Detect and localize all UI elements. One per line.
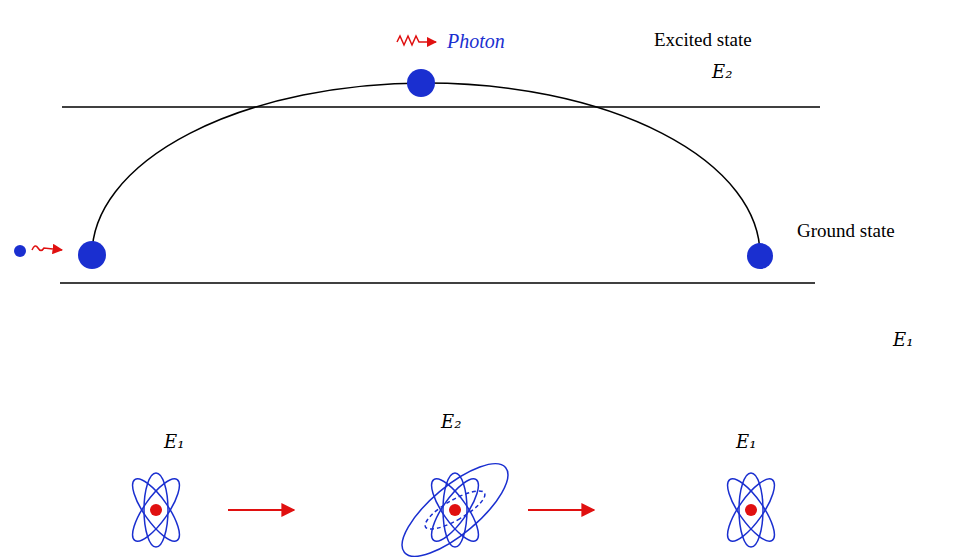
electron-returned <box>747 243 773 269</box>
state-label: Ground state <box>797 220 895 242</box>
orbit <box>125 473 187 547</box>
atom-ground <box>125 473 187 547</box>
incoming-particle <box>14 245 26 257</box>
vacated-orbit <box>421 484 490 535</box>
nucleus <box>745 504 757 516</box>
emitted-photon-arrow <box>397 36 436 45</box>
electron-ground <box>78 241 106 269</box>
process-arrow <box>528 509 594 511</box>
excited-level-line <box>62 106 820 108</box>
ground-level-line <box>60 282 815 284</box>
energy-label: E₁ <box>736 432 756 453</box>
orbit <box>125 473 187 547</box>
incoming-photon-arrow <box>32 246 62 251</box>
process-arrow <box>228 509 294 511</box>
transition-arc <box>92 83 760 255</box>
state-label: Excited state <box>654 29 752 51</box>
energy-label: E₂ <box>441 412 461 433</box>
photon-label: Photon <box>447 30 505 53</box>
excited-orbit <box>389 449 521 559</box>
orbit <box>720 473 782 547</box>
orbit <box>424 473 486 547</box>
orbit <box>424 473 486 547</box>
nucleus <box>449 504 461 516</box>
atom-ground <box>720 473 782 547</box>
energy-label: E₁ <box>164 432 184 453</box>
atom-excited <box>389 449 521 559</box>
energy-label: E₁ <box>893 330 913 351</box>
electron-excited <box>407 69 435 97</box>
energy-label: E₂ <box>712 62 732 83</box>
nucleus <box>150 504 162 516</box>
orbit <box>720 473 782 547</box>
